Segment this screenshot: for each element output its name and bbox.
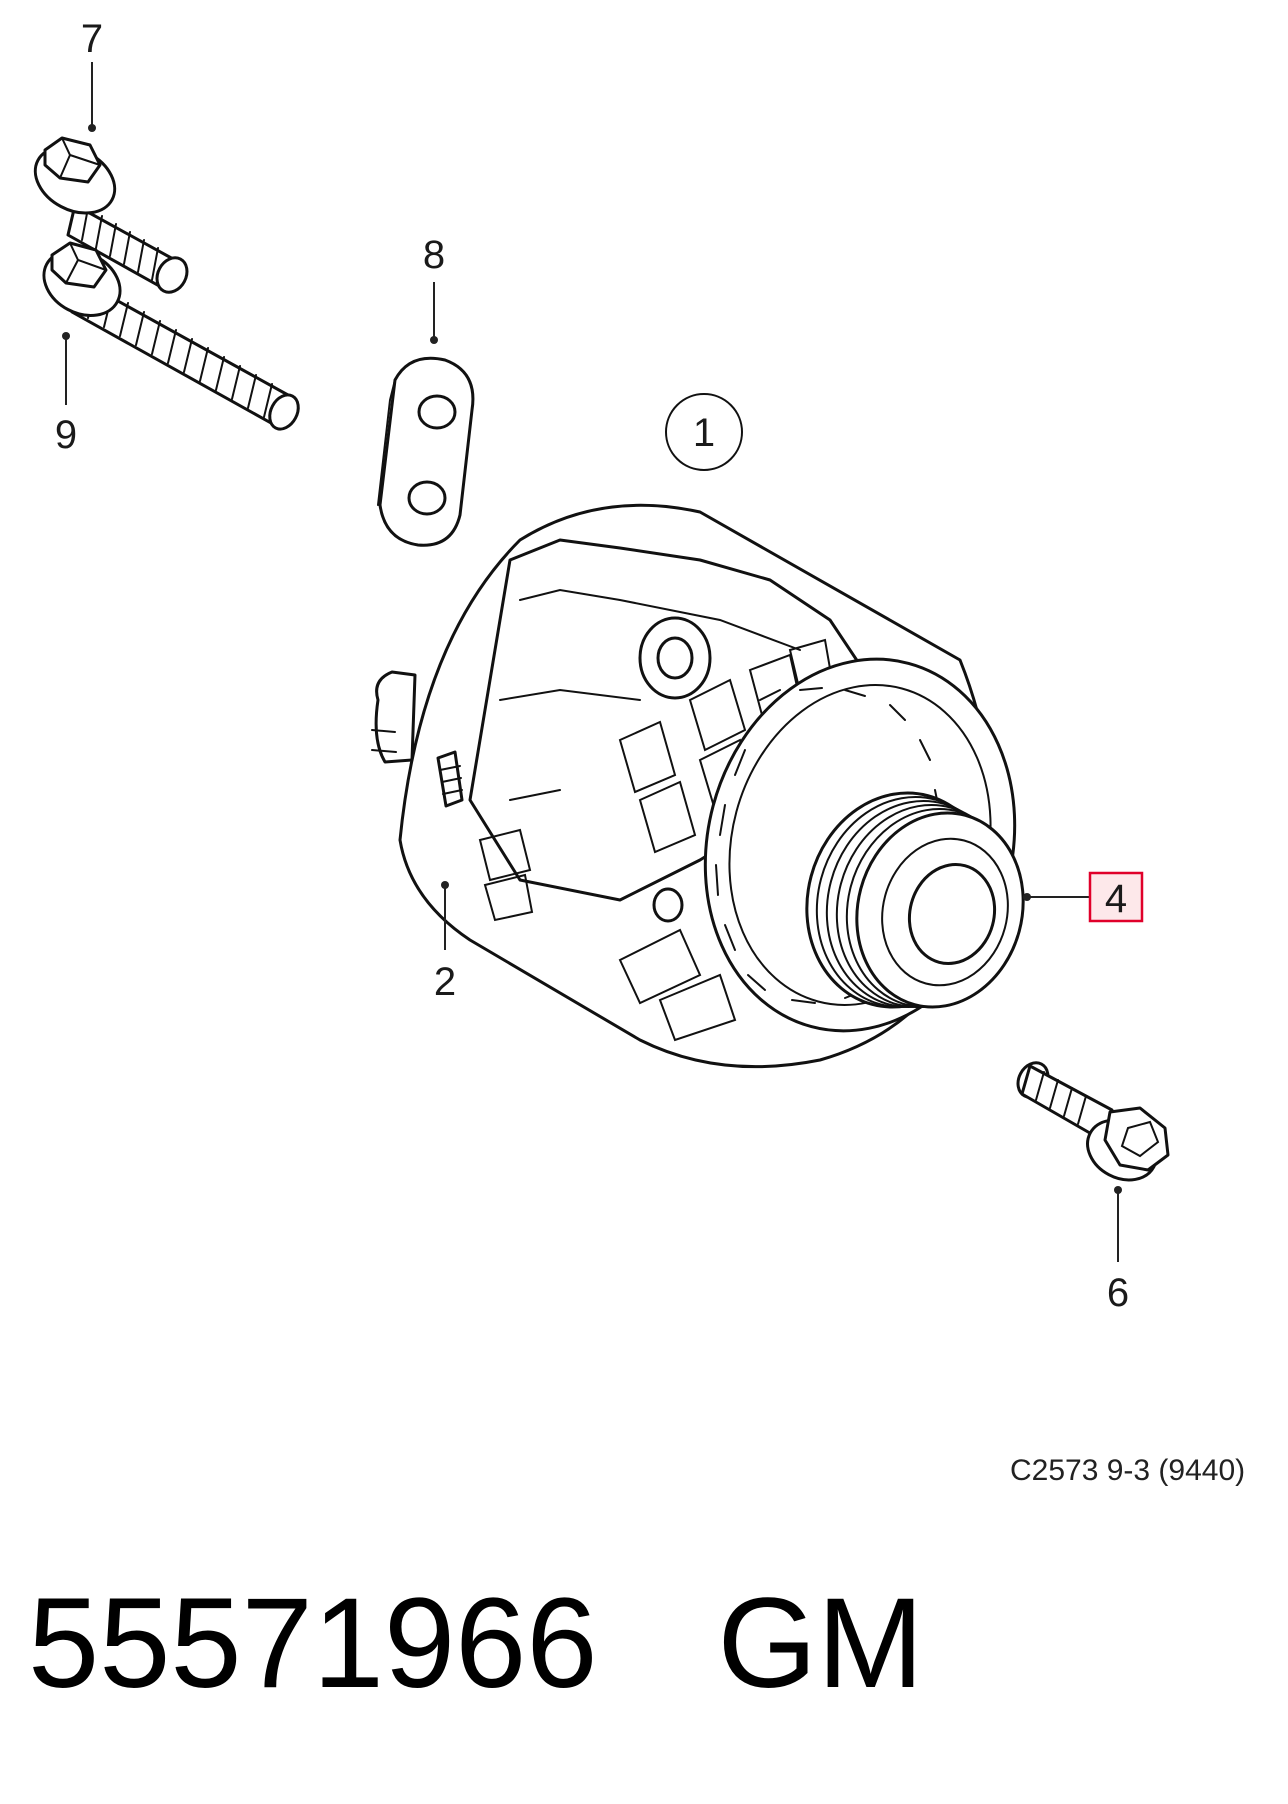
pulley-icon	[805, 791, 1025, 1009]
callout-7: 7	[81, 17, 103, 61]
callout-6: 6	[1107, 1271, 1129, 1315]
callout-8: 8	[423, 233, 445, 277]
diagram-reference: C2573 9-3 (9440)	[1010, 1454, 1246, 1487]
bolt-icon	[42, 241, 300, 431]
callout-1: 1	[693, 411, 715, 455]
callout-9: 9	[55, 413, 77, 457]
bolt-icon	[33, 136, 189, 294]
exploded-parts-diagram: 7 9 8 1	[33, 17, 1170, 1315]
callout-4: 4	[1105, 877, 1127, 921]
callout-2: 2	[434, 960, 456, 1004]
plate-icon	[377, 356, 475, 547]
bolt-icon	[1016, 1061, 1170, 1182]
brand-name: GM	[717, 1572, 924, 1715]
part-number: 55571966	[28, 1572, 598, 1715]
